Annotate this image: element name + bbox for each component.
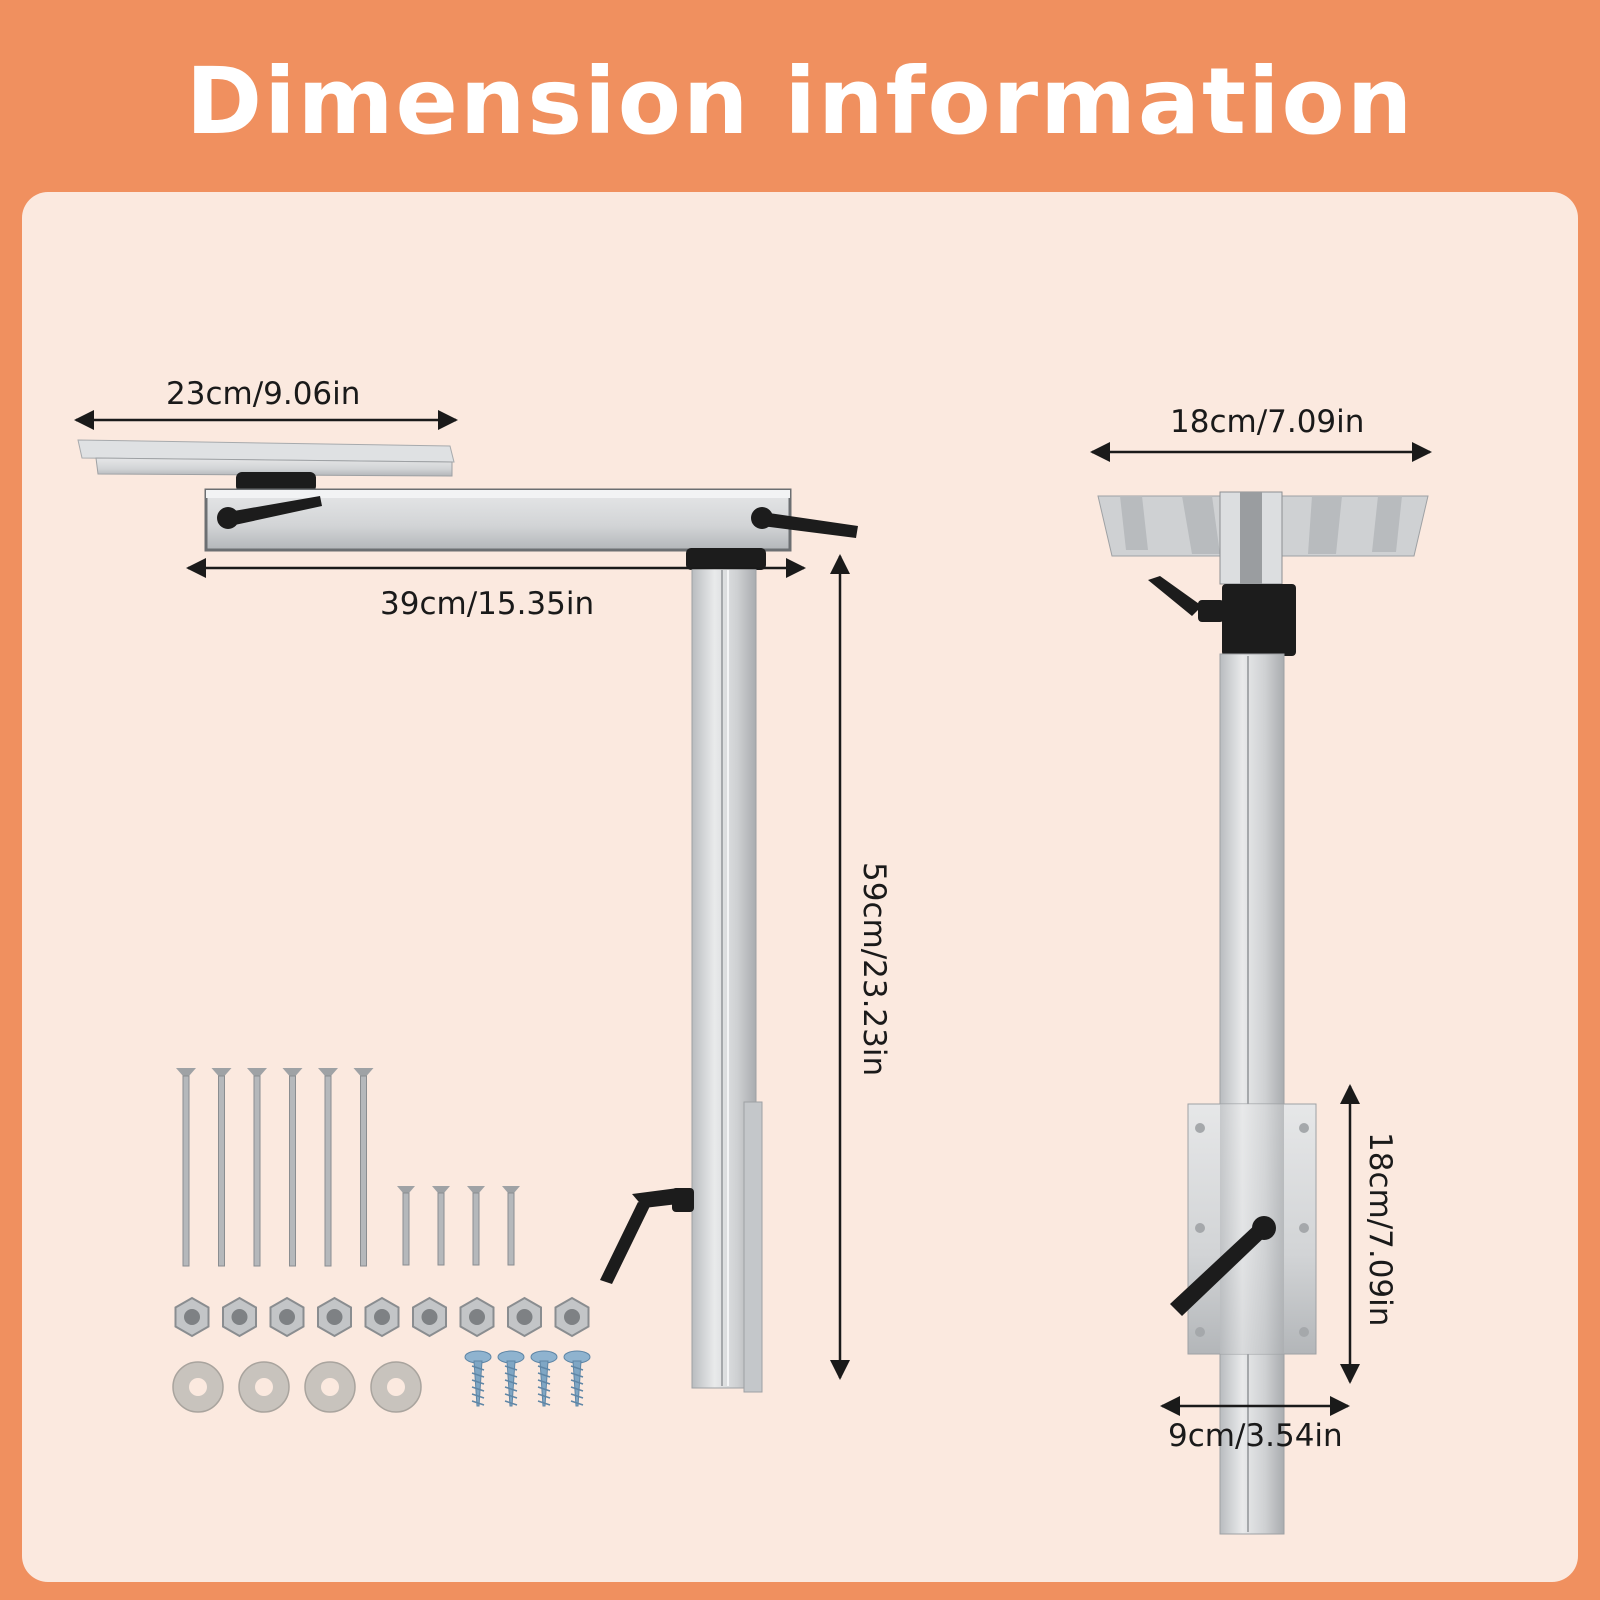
hex-nut-icon bbox=[222, 1296, 257, 1338]
dimension-lines bbox=[74, 410, 1432, 1416]
hardware-kit bbox=[172, 1068, 591, 1413]
hex-nut-icon bbox=[507, 1296, 542, 1338]
dim-front-plate-width: 18cm/7.09in bbox=[1170, 404, 1365, 440]
long-bolt-icon bbox=[211, 1068, 232, 1267]
short-bolt-icon bbox=[502, 1186, 520, 1266]
hex-nut-icon bbox=[317, 1296, 352, 1338]
front-clamp-block bbox=[1222, 584, 1296, 656]
dim-column-height: 59cm/23.23in bbox=[856, 862, 892, 1077]
dim-mount-plate-width: 9cm/3.54in bbox=[1168, 1418, 1343, 1454]
front-column bbox=[1219, 653, 1285, 1535]
long-bolt-icon bbox=[318, 1068, 338, 1267]
swivel-knob bbox=[236, 472, 316, 492]
page-title: Dimension information bbox=[185, 48, 1415, 155]
hex-nut-icon bbox=[364, 1296, 400, 1338]
wood-screw-icon bbox=[497, 1350, 525, 1407]
horizontal-arm bbox=[204, 488, 792, 552]
long-bolt-icon bbox=[282, 1068, 303, 1267]
washer-icon bbox=[172, 1361, 224, 1413]
front-view-table-mount bbox=[1097, 491, 1429, 1535]
column-cap bbox=[686, 548, 766, 570]
side-view-table-mount bbox=[77, 439, 858, 1393]
hex-nut-icon bbox=[174, 1296, 210, 1338]
dim-top-plate-width: 23cm/9.06in bbox=[166, 376, 361, 412]
product-illustration bbox=[74, 410, 1432, 1535]
long-bolt-icon bbox=[176, 1068, 196, 1267]
wood-screw-icon bbox=[530, 1350, 558, 1407]
front-lever-icon bbox=[1148, 576, 1202, 616]
long-bolt-icon bbox=[247, 1068, 267, 1267]
wood-screw-icon bbox=[563, 1350, 591, 1407]
dim-arm-length: 39cm/15.35in bbox=[380, 586, 595, 622]
washer-icon bbox=[304, 1361, 356, 1413]
long-bolt-icon bbox=[353, 1068, 374, 1267]
washer-icon bbox=[370, 1361, 422, 1413]
dimension-panel: 23cm/9.06in 39cm/15.35in 59cm/23.23in 18… bbox=[22, 192, 1578, 1582]
short-bolt-icon bbox=[397, 1186, 415, 1266]
bottom-lever-icon bbox=[600, 1202, 650, 1284]
wood-screw-icon bbox=[464, 1350, 492, 1407]
hex-nut-icon bbox=[554, 1296, 590, 1338]
hex-nut-icon bbox=[412, 1296, 447, 1338]
hex-nut-icon bbox=[269, 1296, 305, 1338]
dim-mount-plate-height: 18cm/7.09in bbox=[1362, 1132, 1398, 1327]
short-bolt-icon bbox=[432, 1186, 450, 1266]
washer-icon bbox=[238, 1361, 290, 1413]
short-bolt-icon bbox=[467, 1186, 485, 1266]
hex-nut-icon bbox=[459, 1296, 495, 1338]
plate-lever-icon bbox=[1170, 1222, 1270, 1316]
